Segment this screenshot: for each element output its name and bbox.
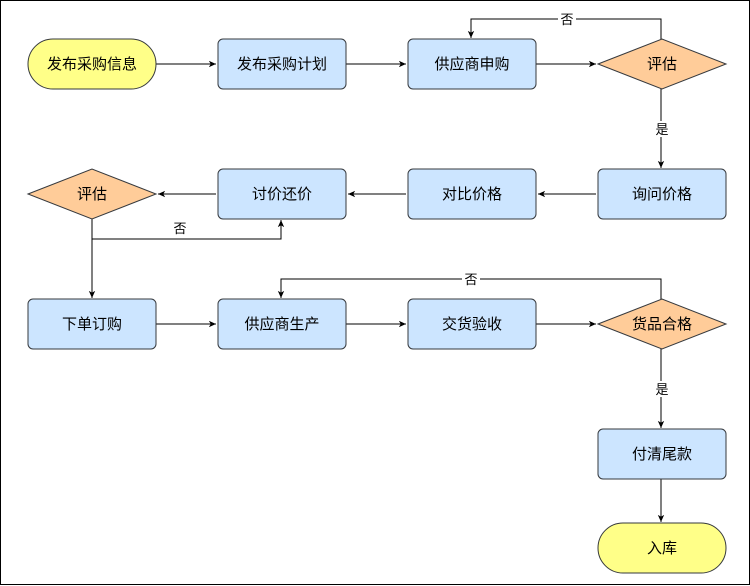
node-quality-label: 货品合格 bbox=[632, 315, 692, 333]
node-delivery: 交货验收 bbox=[407, 298, 537, 350]
node-produce-label: 供应商生产 bbox=[244, 315, 319, 333]
node-plan: 发布采购计划 bbox=[217, 38, 347, 90]
node-compare-label: 对比价格 bbox=[442, 185, 502, 203]
node-order: 下单订购 bbox=[27, 298, 157, 350]
node-compare: 对比价格 bbox=[407, 168, 537, 220]
node-evaluate-1: 评估 bbox=[596, 38, 728, 90]
node-evaluate-1-label: 评估 bbox=[647, 55, 677, 73]
node-produce: 供应商生产 bbox=[217, 298, 347, 350]
node-payment-label: 付清尾款 bbox=[632, 445, 692, 463]
edge-label-eval1-yes: 是 bbox=[655, 123, 668, 138]
node-supplier-apply: 供应商申购 bbox=[407, 38, 537, 90]
node-bargain-label: 讨价还价 bbox=[252, 185, 312, 203]
edge-label-eval2-no: 否 bbox=[173, 222, 186, 237]
node-delivery-label: 交货验收 bbox=[442, 315, 502, 333]
node-end-label: 入库 bbox=[647, 539, 677, 557]
node-supplier-apply-label: 供应商申购 bbox=[434, 55, 509, 73]
edge-label-quality-no: 否 bbox=[464, 273, 477, 288]
node-bargain: 讨价还价 bbox=[217, 168, 347, 220]
node-inquiry-label: 询问价格 bbox=[632, 185, 692, 203]
node-payment: 付清尾款 bbox=[597, 428, 727, 480]
node-end: 入库 bbox=[597, 522, 727, 574]
edge-label-eval1-no: 否 bbox=[560, 13, 573, 28]
node-evaluate-2: 评估 bbox=[26, 168, 158, 220]
node-order-label: 下单订购 bbox=[62, 315, 122, 333]
node-start-label: 发布采购信息 bbox=[47, 55, 137, 73]
node-plan-label: 发布采购计划 bbox=[237, 55, 327, 73]
edges bbox=[88, 18, 665, 522]
node-quality: 货品合格 bbox=[596, 298, 728, 350]
node-start: 发布采购信息 bbox=[27, 38, 157, 90]
edge-labels: 否 是 否 否 是 bbox=[173, 11, 671, 398]
edge-label-quality-yes: 是 bbox=[655, 383, 668, 398]
node-evaluate-2-label: 评估 bbox=[77, 185, 107, 203]
node-inquiry: 询问价格 bbox=[597, 168, 727, 220]
